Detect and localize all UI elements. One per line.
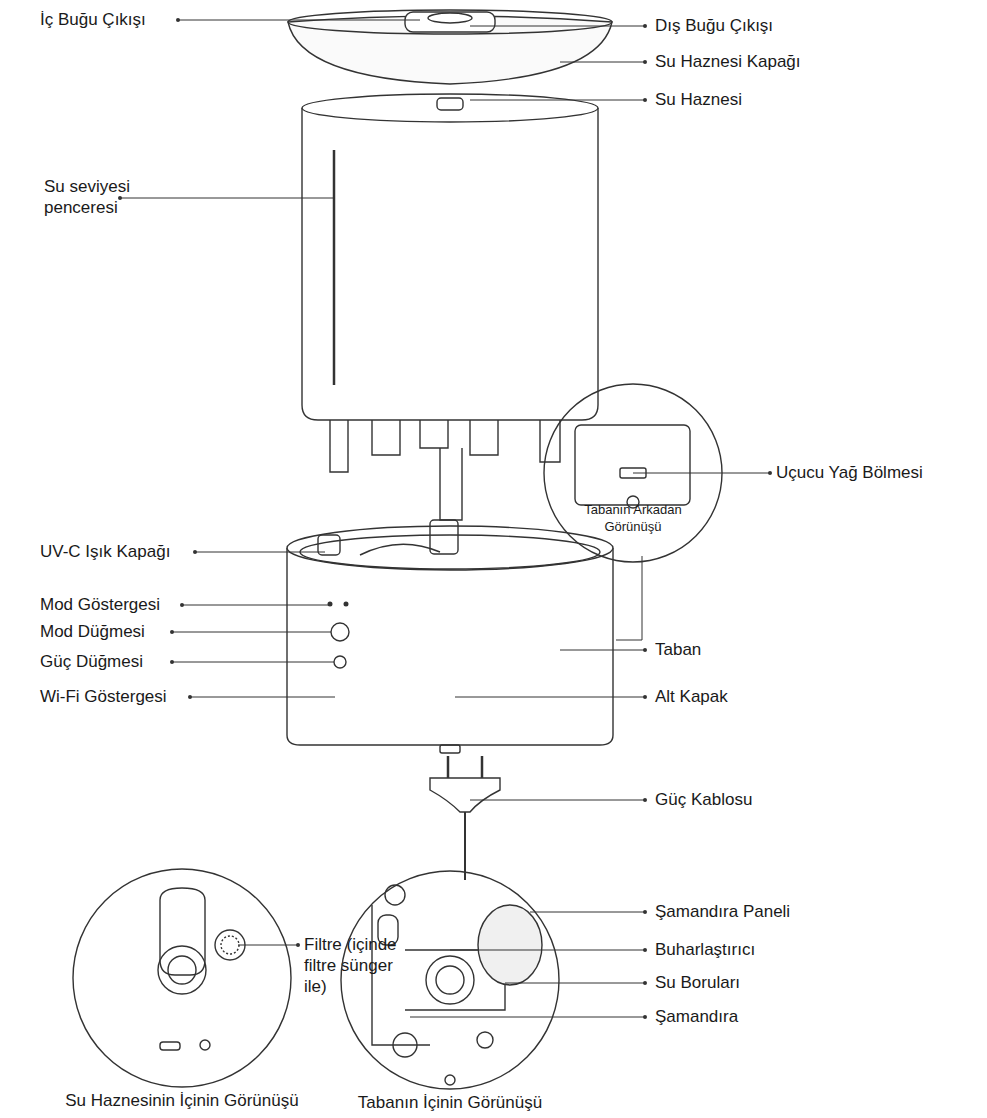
tank-neck xyxy=(437,98,463,110)
mist-outlet xyxy=(405,12,495,32)
leader-line xyxy=(182,605,328,606)
leader-line xyxy=(470,800,645,801)
float xyxy=(393,1033,417,1057)
tank-top xyxy=(302,94,598,122)
float-panel xyxy=(478,905,542,985)
tank-legs xyxy=(330,420,560,472)
leader-line xyxy=(530,912,645,913)
part-label: Dış Buğu Çıkışı xyxy=(655,15,855,36)
circle-outline xyxy=(544,384,722,562)
tank-pipe xyxy=(440,448,462,520)
view-caption: Su Haznesinin İçinin Görünüşü xyxy=(22,1090,342,1111)
bottom-cover xyxy=(440,745,460,753)
plug-pin xyxy=(481,756,484,778)
part-label: Güç Düğmesi xyxy=(40,651,180,672)
circle-outline xyxy=(543,383,723,563)
part-label: Mod Göstergesi xyxy=(40,594,190,615)
inner-outlet xyxy=(428,13,472,23)
part-label: Su Haznesi xyxy=(655,89,855,110)
part-label: Uçucu Yağ Bölmesi xyxy=(776,462,976,483)
atomizer-disc xyxy=(436,966,464,994)
view-caption: Tabanın Arkadan Görünüşü xyxy=(565,501,701,535)
leader-line xyxy=(470,100,645,101)
part-label: UV-C Işık Kapağı xyxy=(40,541,200,562)
leader-line xyxy=(410,1017,645,1018)
part-label: Su Boruları xyxy=(655,972,855,993)
part-label: Su seviyesi penceresi xyxy=(44,176,154,218)
base-body xyxy=(287,548,613,745)
base-post xyxy=(430,520,458,554)
part-label: Alt Kapak xyxy=(655,686,855,707)
leader-line xyxy=(120,198,334,199)
tank-inner-hole xyxy=(200,1040,210,1050)
base-top xyxy=(287,526,613,570)
leader-line xyxy=(470,26,645,27)
tank-inner-valve xyxy=(158,946,206,994)
part-label: Şamandıra xyxy=(655,1006,855,1027)
circle-outline xyxy=(341,871,559,1089)
lid-rim xyxy=(288,10,612,34)
mode-indicator xyxy=(344,602,348,606)
base-inner xyxy=(300,535,600,569)
circle-outline xyxy=(72,868,292,1088)
leader-line xyxy=(172,632,331,633)
leader-line xyxy=(238,945,298,946)
view-circle: Tabanın İçinin Görünüşü xyxy=(340,870,560,1090)
leader-line xyxy=(560,62,645,63)
leader-line xyxy=(455,697,645,698)
tank-inner-valve xyxy=(168,956,196,984)
base-inner-knob xyxy=(385,885,405,905)
circle-outline xyxy=(340,870,560,1090)
plug-pin xyxy=(447,756,450,778)
base-pipe xyxy=(360,544,440,555)
power-button xyxy=(334,656,346,668)
leader-dots xyxy=(118,18,772,1019)
leader-line xyxy=(633,473,770,474)
view-circle: Tabanın Arkadan Görünüşü xyxy=(543,383,723,563)
leader-line xyxy=(505,983,645,984)
leader-line xyxy=(616,556,642,640)
leader-line xyxy=(195,552,325,553)
plug xyxy=(430,778,500,812)
mode-indicator xyxy=(328,602,332,606)
base-inner-screw xyxy=(477,1032,493,1048)
part-label: Filtre (içinde filtre sünger ile) xyxy=(304,934,416,997)
leader-line xyxy=(178,20,420,21)
leader-line xyxy=(190,697,335,698)
view-circle: Su Haznesinin İçinin Görünüşü xyxy=(72,868,292,1088)
circle-outline xyxy=(73,869,291,1087)
part-label: İç Buğu Çıkışı xyxy=(40,9,180,30)
atomizer xyxy=(426,956,474,1004)
leader-line xyxy=(450,950,645,951)
part-label: Şamandıra Paneli xyxy=(655,901,855,922)
level-window xyxy=(333,150,336,385)
leader-lines xyxy=(120,20,770,1017)
mode-button xyxy=(331,623,349,641)
tank-inner-slot xyxy=(160,888,205,975)
cable xyxy=(464,812,466,880)
tank-inner-hole xyxy=(160,1042,180,1050)
leader-line xyxy=(172,662,334,663)
part-label: Güç Kablosu xyxy=(655,789,855,810)
part-label: Mod Düğmesi xyxy=(40,621,180,642)
filter-sponge xyxy=(221,936,239,954)
base-inner-hole xyxy=(445,1075,455,1085)
part-label: Su Haznesi Kapağı xyxy=(655,51,855,72)
leader-line xyxy=(560,650,645,651)
part-label: Wi-Fi Göstergesi xyxy=(40,686,200,707)
tank-body xyxy=(302,108,598,420)
view-caption: Tabanın İçinin Görünüşü xyxy=(290,1092,610,1113)
back-view-base xyxy=(575,425,690,505)
part-label: Taban xyxy=(655,639,855,660)
part-label: Buharlaştırıcı xyxy=(655,939,855,960)
